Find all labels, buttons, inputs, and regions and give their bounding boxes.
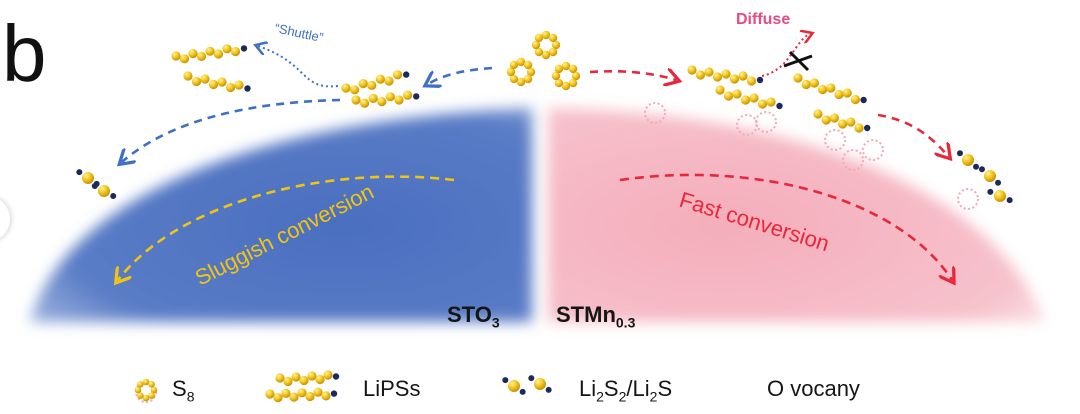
lipss-molecule [351,90,420,108]
o-vacancy-group [135,102,979,403]
li2s-molecule [956,150,980,170]
lipss-molecule [183,71,251,93]
legend-lipss: LiPSs [363,376,421,401]
s8-molecule [506,57,536,87]
arrow-s8-to-lipss-right [589,71,676,80]
arrow-lipss-to-li2s-right [877,113,948,156]
panel-label: b [2,9,47,98]
arrow-lipss-to-li2s [122,98,341,162]
arrow-shuttle [258,46,339,88]
stmn-label: STMn0.3 [556,302,635,330]
legend-li2s-icon [502,377,526,395]
legend-s8: S8 [172,376,194,404]
blocked-cross-icon [783,50,813,72]
legend-lipss-icon [275,370,340,387]
molecules-group [76,30,1013,403]
side-tab-handle[interactable] [0,196,10,242]
legend-li2s: Li2S2/Li2S [579,376,672,404]
legend-li2s-s1: 2 [596,388,604,405]
arrow-fast-conversion [619,173,952,280]
lipss-molecule [813,109,871,133]
shuttle-label: “Shuttle” [273,20,324,45]
lipss-molecule [341,70,410,95]
arrow-sluggish-conversion [118,175,455,280]
s8-molecule [531,30,561,60]
legend-s8-sub: 8 [186,388,195,405]
legend-li2s-p4: S [657,376,673,401]
legend-li2s-p2: S [603,376,619,401]
arrow-s8-to-lipss-left [428,66,493,84]
diffuse-label: Diffuse [736,11,790,28]
legend-ovacancy: O vocany [767,376,860,401]
stmn-base: STMn [556,302,616,327]
s8-molecule [551,61,581,91]
sto3-sub: 3 [491,314,500,331]
arrow-diffuse [761,34,810,77]
legend-li2s-p1: Li [579,376,597,401]
legend-li2s-icon [528,375,552,393]
li2s-molecule [987,188,1013,204]
lipss-molecule [793,73,867,105]
legend-li2s-s2: 2 [618,388,627,405]
legend-li2s-p3: /Li [626,376,650,401]
lipss-molecule [171,44,248,64]
lipss-molecule [687,65,764,86]
li2s-molecule [978,166,1002,186]
legend-s8-base: S [172,376,187,401]
legend-li2s-s3: 2 [649,388,658,405]
stmn-sub: 0.3 [615,314,636,331]
li2s-molecule [91,182,117,200]
stmn-region [548,108,1045,322]
legend-lipss-icon [265,387,338,403]
legend-s8-icon [134,378,158,402]
sto3-region [30,108,532,322]
sto3-label: STO3 [447,302,500,330]
sto3-base: STO [447,302,492,327]
lipss-molecule [715,85,783,110]
